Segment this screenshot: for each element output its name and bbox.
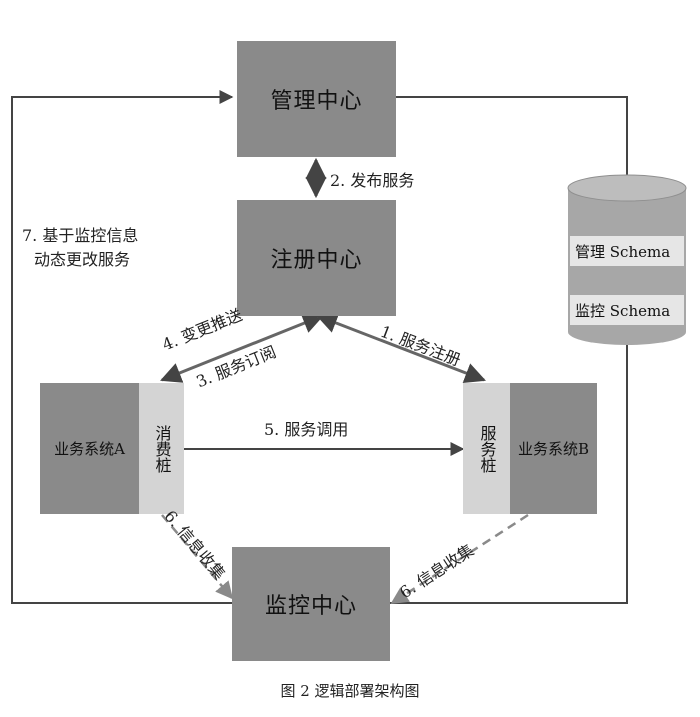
business-system-b-label: 业务系统B: [517, 440, 590, 458]
schema-monitor-label: 监控 Schema: [575, 302, 671, 320]
register-arrow: [316, 313, 486, 383]
monitor-center-label: 监控中心: [264, 594, 357, 619]
consumer-stub: 消费桩: [139, 383, 184, 514]
monitor-center: 监控中心: [232, 547, 390, 661]
subscribe-arrow: [160, 313, 324, 383]
feedback-loop-line: [11, 90, 234, 604]
business-system-a: 业务系统A: [40, 383, 139, 514]
collect-b-arrow: [390, 513, 529, 605]
business-system-b: 业务系统B: [510, 383, 597, 514]
registry-center: 注册中心: [237, 200, 396, 316]
consumer-stub-label: 消费桩: [152, 424, 172, 473]
publish-label: 2. 发布服务: [330, 171, 415, 190]
schema-manage-label: 管理 Schema: [575, 243, 671, 261]
business-system-a-label: 业务系统A: [54, 440, 125, 458]
database-cylinder: [567, 174, 687, 345]
collect-a-arrow: [161, 514, 234, 600]
management-center: 管理中心: [237, 41, 396, 157]
service-stub-label: 服务桩: [477, 424, 497, 473]
monitor-to-schema-line: [390, 330, 634, 604]
feedback-label-line2: 动态更改服务: [34, 250, 131, 269]
invoke-label: 5. 服务调用: [264, 420, 349, 439]
registry-center-label: 注册中心: [270, 248, 363, 273]
service-stub: 服务桩: [463, 383, 510, 514]
figure-caption: 图 2 逻辑部署架构图: [280, 682, 420, 700]
feedback-label-line1: 7. 基于监控信息: [22, 226, 139, 245]
management-center-label: 管理中心: [270, 89, 363, 114]
